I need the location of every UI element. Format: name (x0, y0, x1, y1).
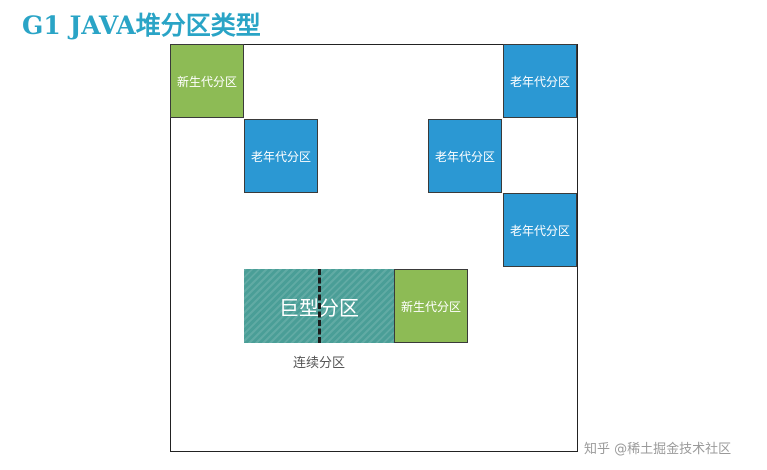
young-region-label: 新生代分区 (400, 299, 461, 314)
diagram-title: G1 JAVA堆分区类型 (22, 11, 261, 40)
old-region: 老年代分区 (503, 44, 577, 118)
young-region: 新生代分区 (170, 44, 244, 118)
old-region-label: 老年代分区 (509, 223, 570, 238)
old-region-label: 老年代分区 (509, 74, 570, 89)
old-region-label: 老年代分区 (250, 149, 311, 164)
young-region-label: 新生代分区 (176, 74, 237, 89)
old-region: 老年代分区 (244, 119, 318, 193)
old-region: 老年代分区 (428, 119, 502, 193)
young-region: 新生代分区 (394, 269, 468, 343)
contiguous-caption: 连续分区 (292, 356, 345, 371)
old-region: 老年代分区 (503, 193, 577, 267)
humongous-divider (318, 269, 321, 343)
old-region-label: 老年代分区 (434, 149, 495, 164)
heap-frame (170, 44, 578, 452)
watermark: 知乎 @稀土掘金技术社区 (584, 442, 732, 457)
